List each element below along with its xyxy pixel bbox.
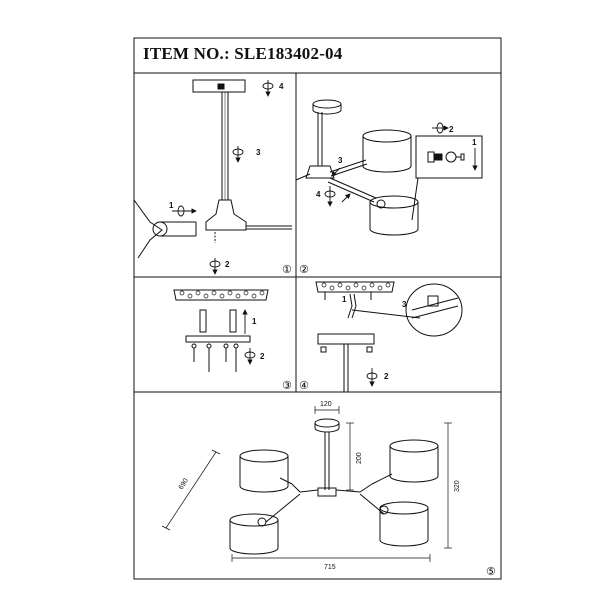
page-title: ITEM NO.: SLE183402-04 <box>143 44 342 64</box>
panel-1-callout-4: 4 <box>279 82 284 91</box>
item-number-code: SLE183402-04 <box>234 44 343 63</box>
panel-2-callout-2: 2 <box>449 125 454 134</box>
panel-1-callout-1: 1 <box>169 201 174 210</box>
dimension-width: 715 <box>324 564 336 571</box>
panel-3-diagram <box>173 289 269 372</box>
panel-5-dimension-lines <box>161 406 452 562</box>
panel-3-callout-2: 2 <box>260 352 265 361</box>
panel-1-marker: ① <box>282 263 292 276</box>
panel-1-rotation-arrows <box>172 80 274 275</box>
panel-4-callout-3: 3 <box>402 300 407 309</box>
page-frame <box>133 37 502 580</box>
panel-2-diagram <box>295 99 483 236</box>
dimension-stem: 200 <box>356 452 363 464</box>
panel-2-callout-4: 4 <box>316 190 321 199</box>
panel-4-callout-2: 2 <box>384 372 389 381</box>
dimension-diagonal: 690 <box>178 477 190 491</box>
panel-1-diagram <box>133 79 292 259</box>
panel-2-marker: ② <box>299 263 309 276</box>
panel-3-arrows <box>242 309 256 365</box>
panel-1-callout-2: 2 <box>225 260 230 269</box>
panel-2-callout-3: 3 <box>338 156 343 165</box>
panel-2-callout-1: 1 <box>472 138 477 147</box>
panel-3-marker: ③ <box>282 379 292 392</box>
panel-2-rotation-arrows <box>324 122 478 207</box>
item-number-label: ITEM NO.: <box>143 44 230 63</box>
panel-3-callout-1: 1 <box>252 317 257 326</box>
panel-4-diagram <box>315 281 463 392</box>
dimension-height: 320 <box>454 480 461 492</box>
panel-5-marker: ⑤ <box>486 565 496 578</box>
dimension-canopy: 120 <box>320 401 332 408</box>
panel-1-callout-3: 3 <box>256 148 261 157</box>
panel-4-arrows <box>366 368 378 387</box>
panel-4-marker: ④ <box>299 379 309 392</box>
panel-5-diagram <box>229 418 439 555</box>
panel-4-callout-1: 1 <box>342 295 347 304</box>
